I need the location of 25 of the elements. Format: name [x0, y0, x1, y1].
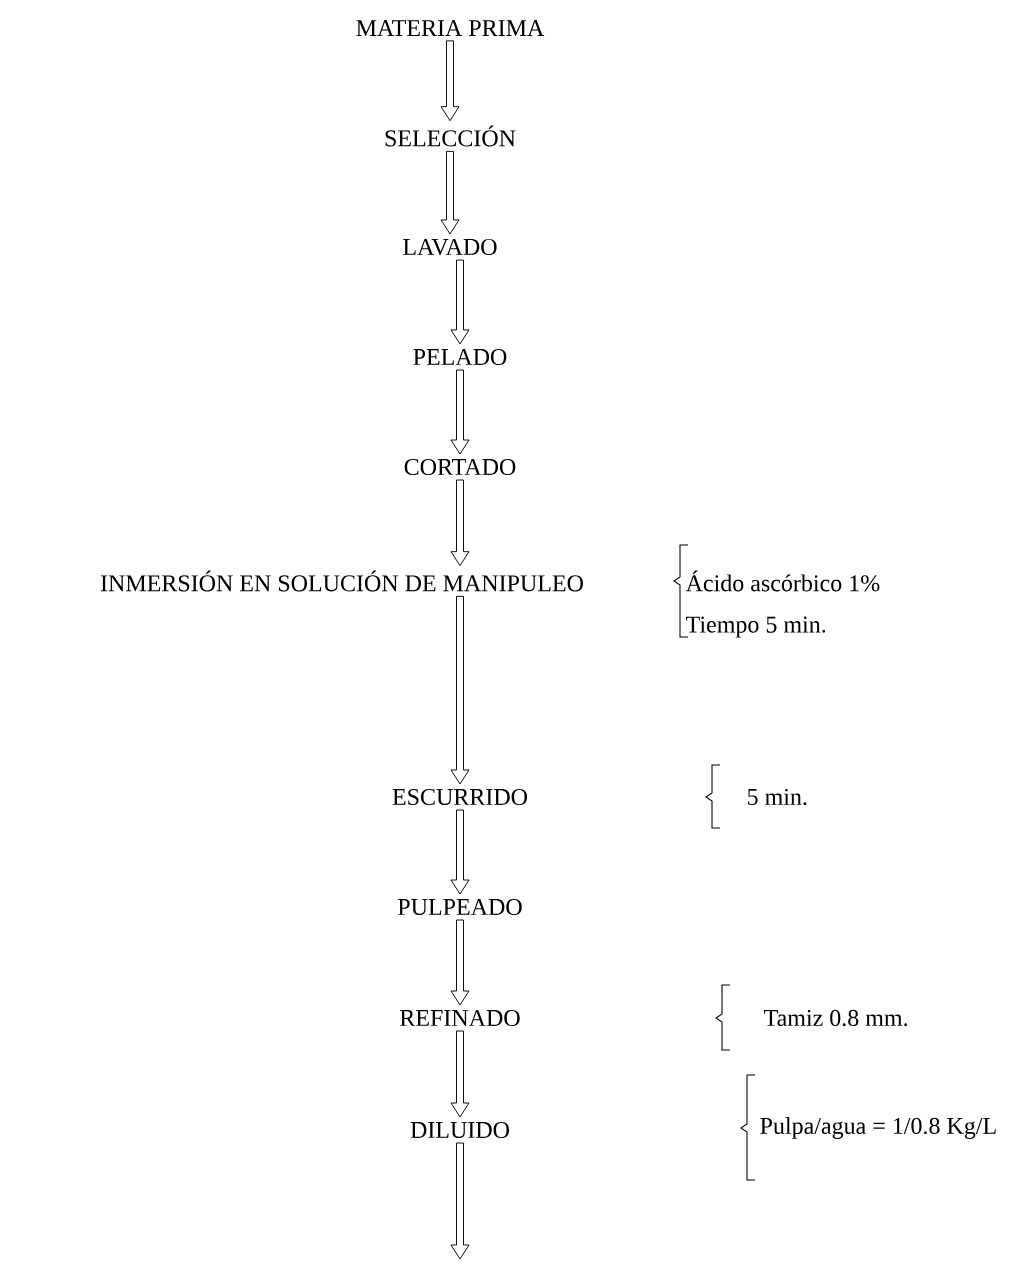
- arrow: [450, 919, 470, 1006]
- note-text: Pulpa/agua = 1/0.8 Kg/L: [760, 1117, 996, 1139]
- arrow: [450, 1030, 470, 1118]
- step-label: SELECCIÓN: [385, 125, 516, 147]
- arrow: [450, 595, 470, 785]
- step-label: INMERSIÓN EN SOLUCIÓN DE MANIPULEO: [100, 570, 583, 592]
- step-label: REFINADO: [400, 1009, 520, 1027]
- note-text: Ácido ascórbico 1%: [685, 570, 880, 592]
- arrow: [450, 1142, 470, 1260]
- arrow: [450, 809, 470, 895]
- arrow: [440, 40, 460, 122]
- step-label: DILUIDO: [410, 1121, 509, 1139]
- arrow: [450, 369, 470, 455]
- step-label: PULPEADO: [398, 898, 522, 916]
- step-label: MATERIA PRIMA: [356, 20, 545, 36]
- arrow: [450, 479, 470, 567]
- step-label: PELADO: [413, 348, 507, 366]
- step-label: ESCURRIDO: [392, 788, 528, 806]
- note-text: 5 min.: [748, 788, 807, 806]
- step-label: CORTADO: [404, 458, 516, 476]
- arrow: [440, 150, 460, 235]
- arrow: [450, 259, 470, 345]
- note-text: Tamiz 0.8 mm.: [764, 1009, 907, 1027]
- note-text: Tiempo 5 min.: [686, 616, 826, 638]
- step-label: LAVADO: [403, 238, 497, 256]
